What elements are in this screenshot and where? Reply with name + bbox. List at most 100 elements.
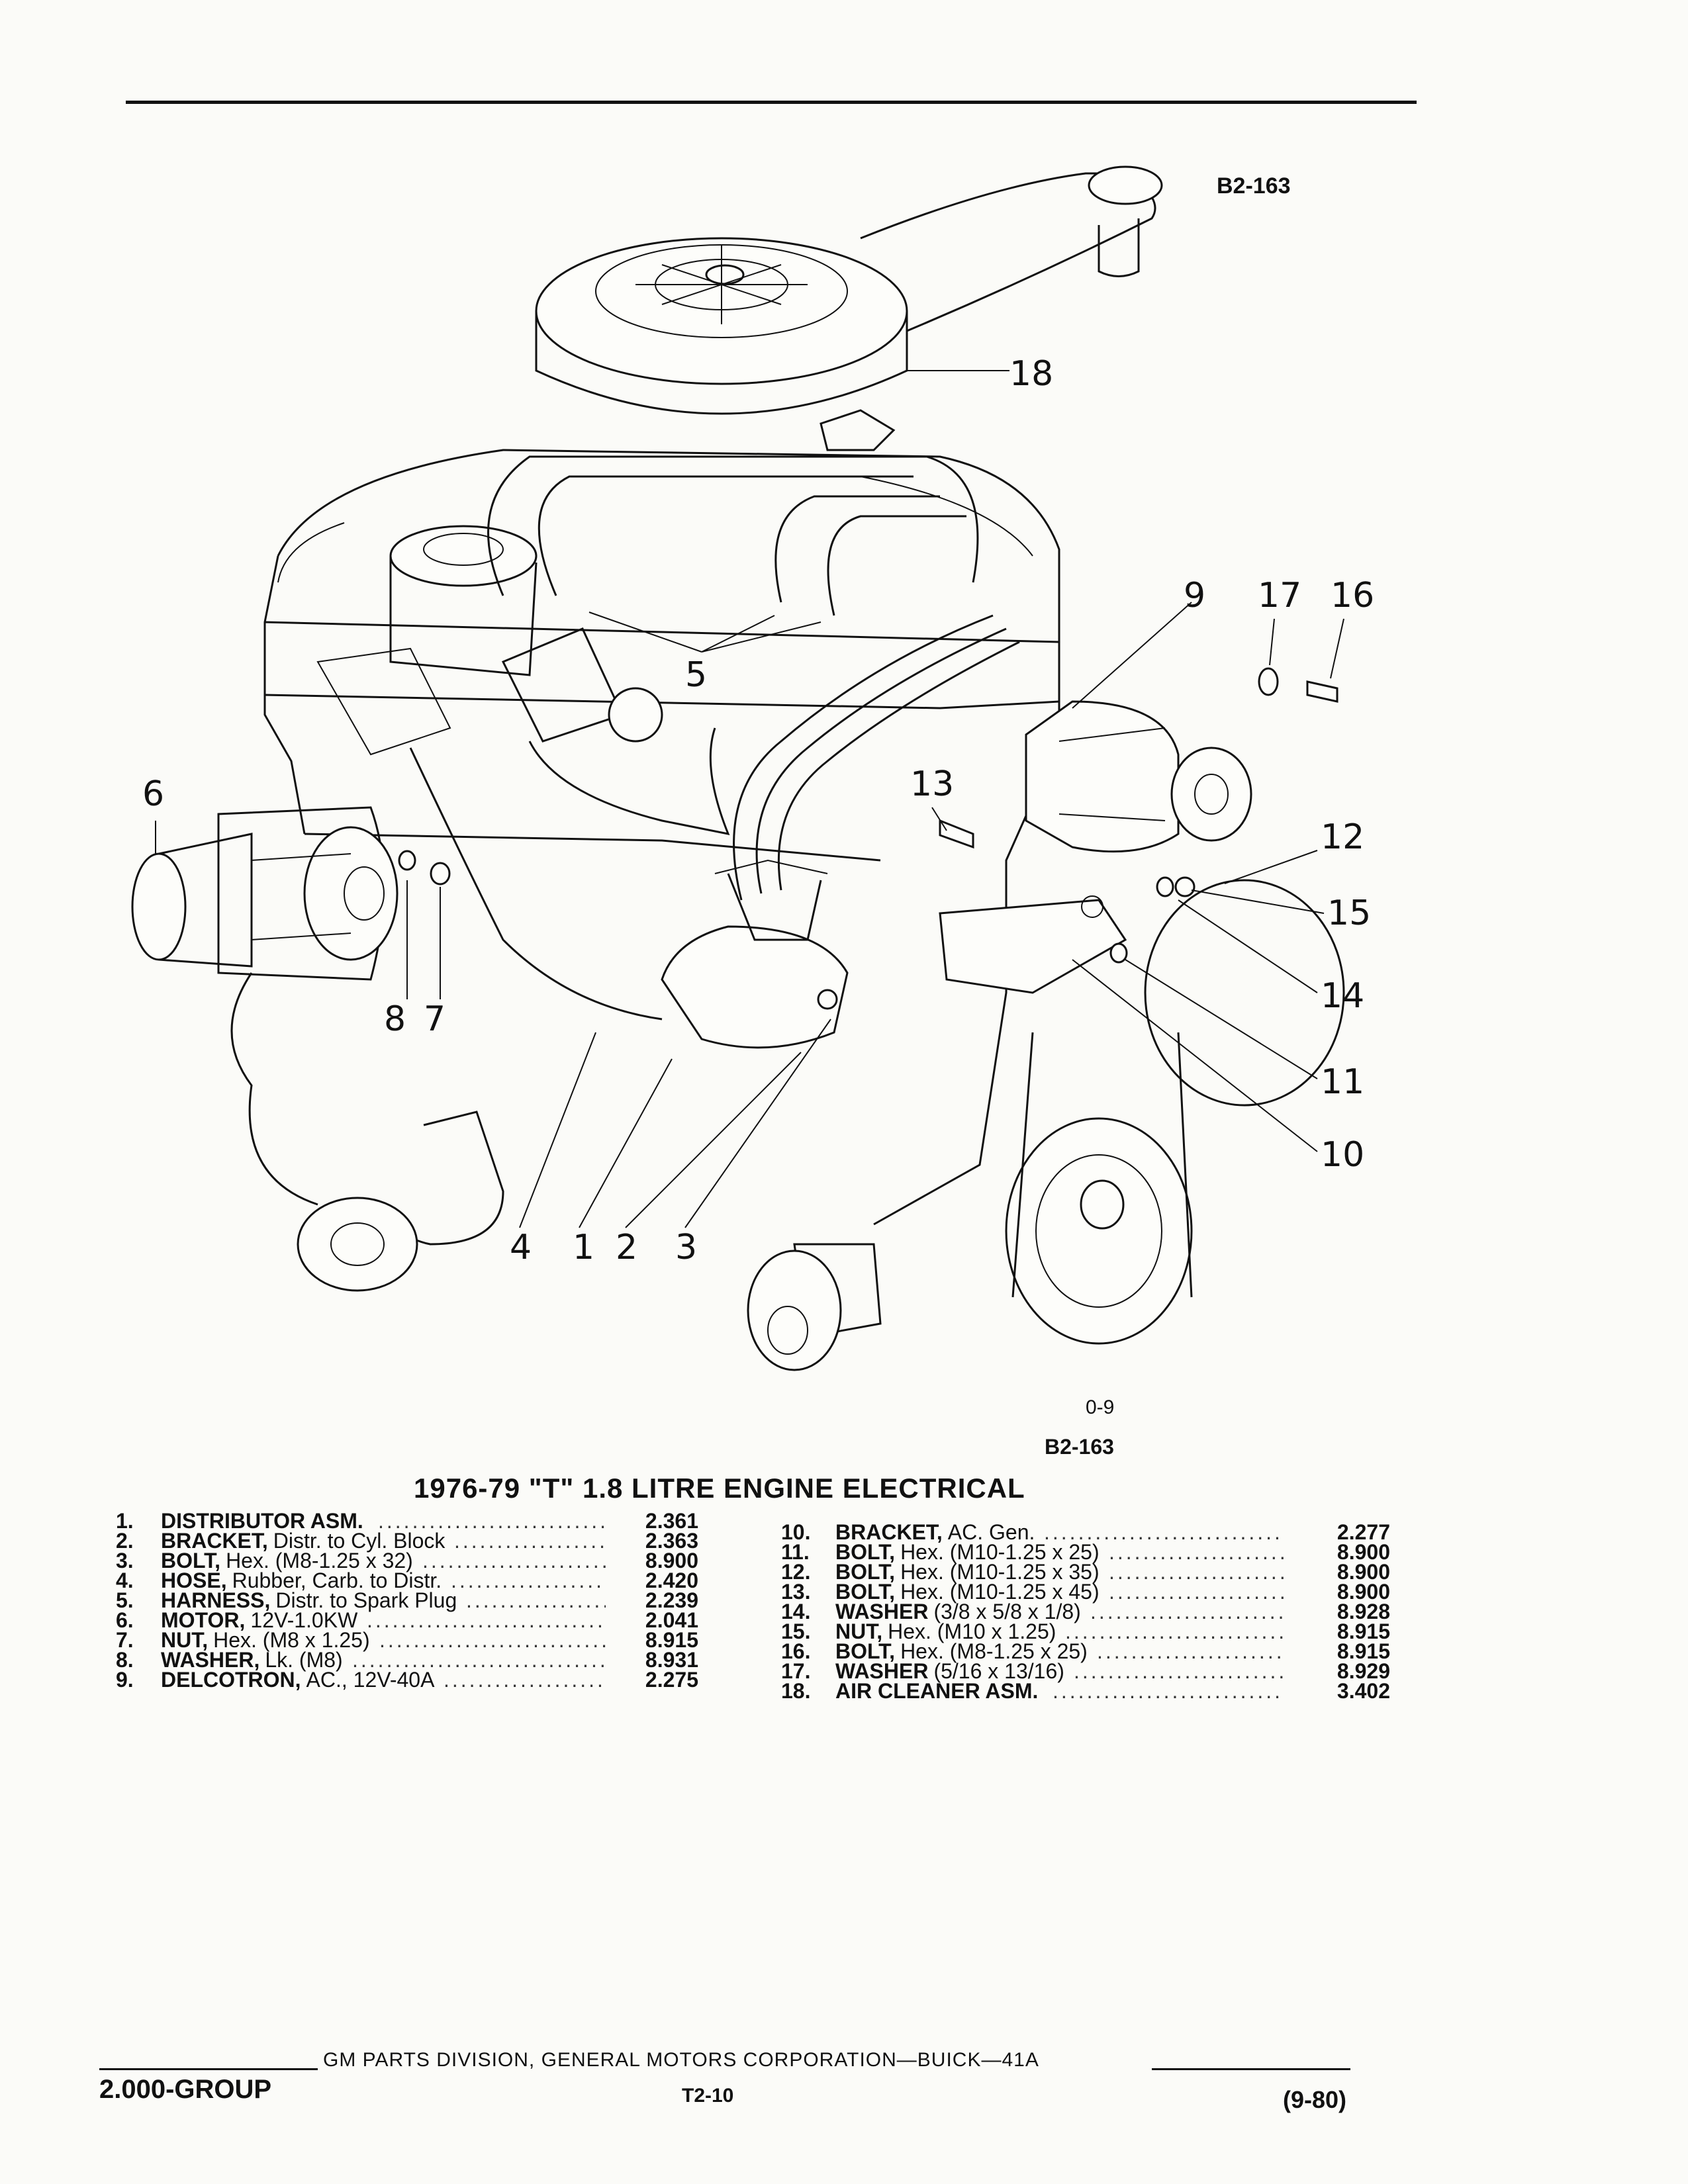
air-cleaner-drawing bbox=[535, 165, 1163, 451]
part-name: BOLT, bbox=[835, 1639, 896, 1663]
callout-13: 13 bbox=[910, 764, 955, 804]
part-number: 4. bbox=[116, 1569, 134, 1592]
leader-dots: ........................................… bbox=[1109, 1542, 1284, 1562]
part-row: 14.WASHER(3/8 x 5/8 x 1/8)..............… bbox=[781, 1600, 1397, 1623]
part-description: BOLT,Hex. (M10-1.25 x 45) bbox=[835, 1580, 1100, 1604]
part-description: AIR CLEANER ASM. bbox=[835, 1680, 1043, 1702]
part-description: HOSE,Rubber, Carb. to Distr. bbox=[161, 1570, 442, 1591]
part-row: 12. BOLT,Hex. (M10-1.25 x 35)............… bbox=[781, 1560, 1397, 1584]
part-group-number: 2.275 bbox=[645, 1668, 698, 1692]
footer-date-code: (9-80) bbox=[1283, 2086, 1347, 2113]
leader-dots: ........................................… bbox=[1044, 1522, 1284, 1542]
part-row: 10. BRACKET,AC. Gen......................… bbox=[781, 1520, 1397, 1544]
part-description: BOLT,Hex. (M10-1.25 x 35) bbox=[835, 1560, 1100, 1584]
part-description: BRACKET,AC. Gen. bbox=[835, 1520, 1035, 1544]
leader-dots: ........................................… bbox=[378, 1511, 606, 1531]
part-detail: Hex. (M10 x 1.25) bbox=[888, 1619, 1056, 1643]
part-row: 15. NUT,Hex. (M10 x 1.25)................… bbox=[781, 1619, 1397, 1643]
callout-2: 2 bbox=[616, 1228, 638, 1267]
part-number: 10. bbox=[781, 1520, 811, 1544]
part-row: 1. DISTRIBUTOR ASM.......................… bbox=[116, 1509, 712, 1533]
leader-dots: ........................................… bbox=[1090, 1602, 1284, 1621]
part-description: WASHER(5/16 x 13/16) bbox=[835, 1659, 1064, 1683]
figure-code-bottom: B2-163 bbox=[1045, 1435, 1114, 1459]
leader-dots: ........................................… bbox=[466, 1590, 606, 1610]
callout-1: 1 bbox=[573, 1228, 595, 1267]
callout-4: 4 bbox=[510, 1228, 532, 1267]
part-name: BRACKET, bbox=[161, 1529, 268, 1553]
part-row: 8. WASHER,Lk. (M8).......................… bbox=[116, 1648, 712, 1672]
part-name: BOLT, bbox=[161, 1549, 221, 1572]
part-row: 18.AIR CLEANER ASM......................… bbox=[781, 1680, 1397, 1702]
leader-dots: ........................................… bbox=[422, 1551, 606, 1570]
part-group-number: 2.041 bbox=[645, 1608, 698, 1632]
part-group-number: 8.900 bbox=[1336, 1580, 1390, 1604]
footer-group-label: 2.000-GROUP bbox=[99, 2075, 272, 2104]
part-group-number: 8.915 bbox=[1336, 1639, 1390, 1663]
part-row: 7.NUT,Hex. (M8 x 1.25)..................… bbox=[116, 1628, 712, 1652]
part-detail: Distr. to Cyl. Block bbox=[273, 1529, 445, 1553]
part-description: NUT,Hex. (M8 x 1.25) bbox=[161, 1628, 370, 1652]
part-number: 7. bbox=[116, 1628, 134, 1652]
part-group-number: 8.915 bbox=[1336, 1619, 1390, 1643]
part-number: 9. bbox=[116, 1668, 134, 1692]
part-description: DISTRIBUTOR ASM. bbox=[161, 1509, 369, 1533]
part-detail: Distr. to Spark Plug bbox=[275, 1588, 457, 1612]
callout-18: 18 bbox=[1009, 354, 1054, 394]
part-detail: Hex. (M10-1.25 x 45) bbox=[900, 1580, 1100, 1604]
part-group-number: 8.900 bbox=[1336, 1540, 1390, 1564]
part-number: 8. bbox=[116, 1648, 134, 1672]
callout-12: 12 bbox=[1321, 817, 1365, 857]
part-description: HARNESS,Distr. to Spark Plug bbox=[161, 1588, 457, 1612]
part-description: MOTOR,12V-1.0KW bbox=[161, 1608, 357, 1632]
part-detail: Hex. (M8-1.25 x 25) bbox=[900, 1639, 1088, 1663]
part-name: MOTOR, bbox=[161, 1608, 246, 1632]
part-detail: Hex. (M8 x 1.25) bbox=[213, 1628, 370, 1652]
callout-17: 17 bbox=[1258, 576, 1302, 615]
parts-list-left: 1. DISTRIBUTOR ASM.......................… bbox=[116, 1509, 712, 1692]
part-number: 2. bbox=[116, 1529, 134, 1553]
part-group-number: 2.363 bbox=[645, 1529, 698, 1553]
part-number: 15. bbox=[781, 1619, 811, 1643]
callout-3: 3 bbox=[675, 1228, 698, 1267]
part-row: 16.BOLT,Hex. (M8-1.25 x 25).............… bbox=[781, 1639, 1397, 1663]
leader-dots: ........................................… bbox=[352, 1650, 606, 1670]
part-name: BOLT, bbox=[835, 1560, 896, 1584]
part-row: 9.DELCOTRON,AC., 12V-40A................… bbox=[116, 1668, 712, 1692]
part-row: 5. HARNESS,Distr. to Spark Plug..........… bbox=[116, 1588, 712, 1612]
callout-7: 7 bbox=[424, 999, 446, 1039]
part-description: NUT,Hex. (M10 x 1.25) bbox=[835, 1619, 1056, 1643]
part-group-number: 8.931 bbox=[645, 1648, 698, 1672]
leader-dots: ........................................… bbox=[1074, 1661, 1284, 1681]
part-number: 12. bbox=[781, 1560, 811, 1584]
part-name: DISTRIBUTOR ASM. bbox=[161, 1509, 363, 1533]
part-description: BRACKET,Distr. to Cyl. Block bbox=[161, 1529, 445, 1553]
part-description: DELCOTRON,AC., 12V-40A bbox=[161, 1668, 434, 1692]
part-detail: Hex. (M10-1.25 x 35) bbox=[900, 1560, 1100, 1584]
part-group-number: 2.361 bbox=[645, 1509, 698, 1533]
part-name: DELCOTRON, bbox=[161, 1668, 301, 1692]
leader-dots: ........................................… bbox=[1065, 1621, 1284, 1641]
part-number: 14. bbox=[781, 1600, 811, 1623]
part-number: 13. bbox=[781, 1580, 811, 1604]
part-detail: (3/8 x 5/8 x 1/8) bbox=[933, 1600, 1081, 1623]
leader-dots: ........................................… bbox=[1109, 1562, 1284, 1582]
leader-dots: ........................................… bbox=[367, 1610, 606, 1630]
part-name: HARNESS, bbox=[161, 1588, 271, 1612]
part-number: 1. bbox=[116, 1509, 134, 1533]
part-name: BOLT, bbox=[835, 1580, 896, 1604]
part-detail: (5/16 x 13/16) bbox=[933, 1659, 1064, 1683]
part-group-number: 2.239 bbox=[645, 1588, 698, 1612]
part-group-number: 8.928 bbox=[1336, 1600, 1390, 1623]
part-name: BRACKET, bbox=[835, 1520, 943, 1544]
callout-9: 9 bbox=[1184, 576, 1206, 615]
engine-block-drawing bbox=[131, 449, 1345, 1371]
callout-8: 8 bbox=[384, 999, 406, 1039]
top-rule bbox=[126, 101, 1417, 104]
figure-code-top: B2-163 bbox=[1217, 173, 1291, 199]
part-group-number: 8.929 bbox=[1336, 1659, 1390, 1683]
part-description: WASHER,Lk. (M8) bbox=[161, 1649, 343, 1670]
part-group-number: 8.915 bbox=[645, 1628, 698, 1652]
part-number: 5. bbox=[116, 1588, 134, 1612]
callout-14: 14 bbox=[1321, 976, 1365, 1016]
